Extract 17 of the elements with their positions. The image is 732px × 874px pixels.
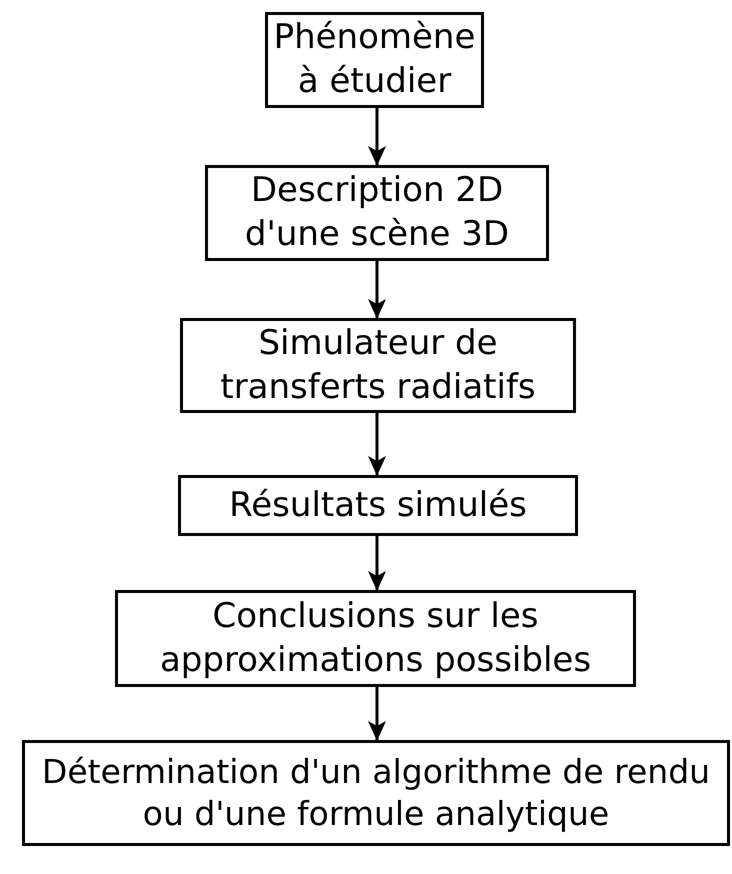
arrow (368, 536, 386, 591)
process-box (115, 590, 636, 687)
arrow (368, 413, 386, 476)
process-box (178, 475, 578, 536)
process-box (205, 165, 549, 261)
box-label: Simulateur de transferts radiatifs (219, 322, 537, 408)
box-label: Phénomène à étudier (272, 16, 476, 103)
box-label: Détermination d'un algorithme de rendu ou d'une formule analytique (40, 750, 712, 835)
arrow (368, 687, 386, 741)
box-label: Conclusions sur les approximations possibles (158, 594, 592, 682)
box-label: Description 2D d'une scène 3D (244, 169, 510, 256)
arrow (368, 108, 386, 166)
process-box (180, 318, 576, 413)
process-box (22, 740, 730, 846)
process-box (265, 12, 484, 108)
arrow (368, 261, 386, 319)
box-label: Résultats simulés (229, 484, 527, 527)
